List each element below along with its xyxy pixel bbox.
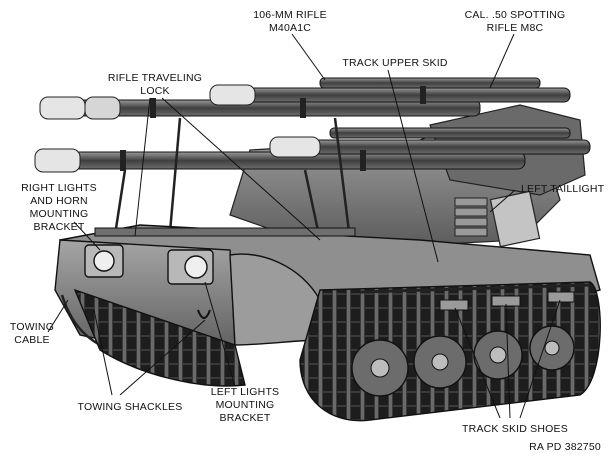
figure-reference-number: RA PD 382750 [529, 441, 601, 453]
label-right-lights-bracket: RIGHT LIGHTS AND HORN MOUNTING BRACKET [21, 182, 97, 233]
label-left-lights-bracket: LEFT LIGHTS MOUNTING BRACKET [210, 386, 280, 424]
label-towing-cable: TOWING CABLE [9, 321, 55, 346]
label-track-skid-shoes: TRACK SKID SHOES [462, 423, 568, 435]
recoilless-rifles [34, 77, 591, 173]
label-towing-shackles: TOWING SHACKLES [77, 401, 183, 413]
track-assembly [73, 281, 601, 422]
label-106mm-rifle: 106-MM RIFLE M40A1C [253, 9, 327, 34]
label-cal50-spotting-rifle: CAL. .50 SPOTTING RIFLE M8C [464, 9, 566, 34]
label-rifle-traveling-lock: RIFLE TRAVELING LOCK [107, 72, 203, 97]
label-left-taillight: LEFT TAILLIGHT [521, 183, 605, 195]
label-track-upper-skid: TRACK UPPER SKID [342, 57, 448, 69]
leader-lines [47, 33, 561, 419]
